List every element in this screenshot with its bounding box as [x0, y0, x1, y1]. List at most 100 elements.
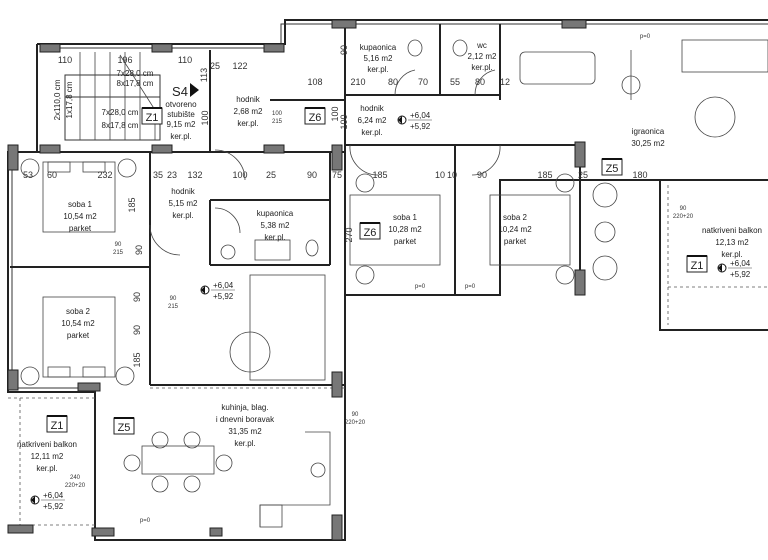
- dimension-label: 270: [344, 227, 354, 242]
- igraonica-name: igraonica: [632, 127, 665, 136]
- kupaonica-mid-name: kupaonica: [257, 209, 294, 218]
- dimension-label: 12: [500, 77, 510, 87]
- balkon-right-floor: ker.pl.: [721, 250, 742, 259]
- sill-label: p=0: [140, 518, 151, 524]
- bed-icon: [42, 161, 116, 233]
- dimension-label: 232: [97, 170, 112, 180]
- dimension-label: 35: [153, 170, 163, 180]
- wc-name: wc: [476, 41, 487, 50]
- hodnik-mid-floor: ker.pl.: [172, 211, 193, 220]
- balkon-right-name: natkriveni balkon: [702, 226, 762, 235]
- kupaonica-top-name: kupaonica: [360, 43, 397, 52]
- kupaonica-mid-floor: ker.pl.: [264, 233, 285, 242]
- columns: [7, 19, 587, 541]
- elevation-lower: +5,92: [410, 122, 431, 131]
- kuhinja-floor: ker.pl.: [234, 439, 255, 448]
- door-height-label: 215: [168, 304, 179, 310]
- dimension-label: 100: [200, 110, 210, 125]
- stair-arrow-icon: [190, 83, 199, 97]
- dimension-label: 132: [187, 170, 202, 180]
- elevation-upper: +6,04: [43, 491, 64, 500]
- sink-icon: [254, 239, 291, 261]
- staircase: [64, 52, 199, 141]
- flight2-line2: 8x17,8 cm: [102, 121, 139, 130]
- wc-floor: ker.pl.: [471, 63, 492, 72]
- dimension-label: 25: [210, 61, 220, 71]
- kuhinja-name: kuhinja, blag.: [221, 403, 268, 412]
- dimension-label: 23: [167, 170, 177, 180]
- hodnik-top-name: hodnik: [236, 95, 261, 104]
- section-tag-z1: Z1: [46, 415, 68, 433]
- coffee-table-icon: [229, 331, 271, 373]
- window-width-label: 240: [70, 475, 81, 481]
- elevation-marker: +6,04+5,92: [30, 491, 65, 511]
- toilet-icon: [452, 39, 468, 57]
- dimension-label: 70: [418, 77, 428, 87]
- soba2-right-area: 10,24 m2: [498, 225, 532, 234]
- balkon-left-area: 12,11 m2: [31, 452, 64, 461]
- flight2-line1: 7x28,0 cm: [102, 108, 139, 117]
- window-width-label: 90: [352, 412, 359, 418]
- round-table-icon: [694, 96, 736, 138]
- door-width-label: 90: [115, 242, 122, 248]
- dimension-label: 90: [132, 325, 142, 335]
- dimension-label: 100: [232, 170, 247, 180]
- dimension-label: 53: [23, 170, 33, 180]
- section-tag-label: Z6: [364, 227, 377, 239]
- soba1-left-name: soba 1: [68, 200, 93, 209]
- bed-icon: [489, 194, 571, 266]
- stair-name: otvoreno: [165, 100, 197, 109]
- dimension-label: 90: [132, 292, 142, 302]
- dining-table-icon: [141, 445, 215, 475]
- soba2-left-floor: parket: [67, 331, 90, 340]
- flight1-line1: 7x28,0 cm: [117, 69, 154, 78]
- hodnik-mid-name: hodnik: [171, 187, 196, 196]
- elevation-upper: +6,04: [730, 259, 751, 268]
- dimension-label: 196: [117, 55, 132, 65]
- dimension-label: 185: [537, 170, 552, 180]
- section-tag-label: Z1: [146, 112, 159, 124]
- doors: [149, 69, 501, 256]
- sofa-icon: [249, 274, 326, 381]
- hodnik-top-area: 2,68 m2: [234, 107, 263, 116]
- soba1-right-area: 10,28 m2: [388, 225, 422, 234]
- door-labels: 90 215 90 215 100 215 90 220+20 240 220+…: [65, 34, 694, 524]
- stair-area: 9,15 m2: [167, 120, 196, 129]
- section-tag-z6: Z6: [359, 222, 381, 240]
- elevation-upper: +6,04: [213, 281, 234, 290]
- kupaonica-mid-area: 5,38 m2: [261, 221, 290, 230]
- soba1-right-floor: parket: [394, 237, 417, 246]
- elevation-lower: +5,92: [213, 292, 234, 301]
- toilet-icon: [407, 39, 423, 57]
- igraonica-area: 30,25 m2: [631, 139, 665, 148]
- stove-icon: [259, 504, 283, 528]
- dimension-label: 185: [132, 352, 142, 367]
- balkon-left-floor: ker.pl.: [36, 464, 57, 473]
- section-tag-label: Z5: [118, 422, 131, 434]
- elevation-upper: +6,04: [410, 111, 431, 120]
- soba2-left-name: soba 2: [66, 307, 91, 316]
- sill-label: p=0: [640, 34, 651, 40]
- dimension-label: 180: [632, 170, 647, 180]
- dimension-label: 25: [266, 170, 276, 180]
- couch-icon: [681, 39, 768, 73]
- kuhinja-area: 31,35 m2: [228, 427, 262, 436]
- dimension-label: 90: [477, 170, 487, 180]
- flight1-line2: 8x17,8 cm: [117, 79, 154, 88]
- dimension-label: 25: [578, 170, 588, 180]
- section-tag-z5: Z5: [601, 158, 623, 176]
- dimension-label: 10: [435, 170, 445, 180]
- hodnik-top-floor: ker.pl.: [237, 119, 258, 128]
- dimension-label: 113: [199, 68, 209, 82]
- stair-name2: stubište: [167, 110, 195, 119]
- dimension-label: 75: [332, 170, 342, 180]
- window-width-label: 90: [680, 206, 687, 212]
- hodnik-right-name: hodnik: [360, 104, 385, 113]
- dimension-label: 100: [339, 114, 349, 129]
- shower-icon: [220, 244, 236, 260]
- soba2-right-floor: parket: [504, 237, 527, 246]
- elevation-markers: +6,04+5,92+6,04+5,92+6,04+5,92+6,04+5,92: [30, 111, 752, 511]
